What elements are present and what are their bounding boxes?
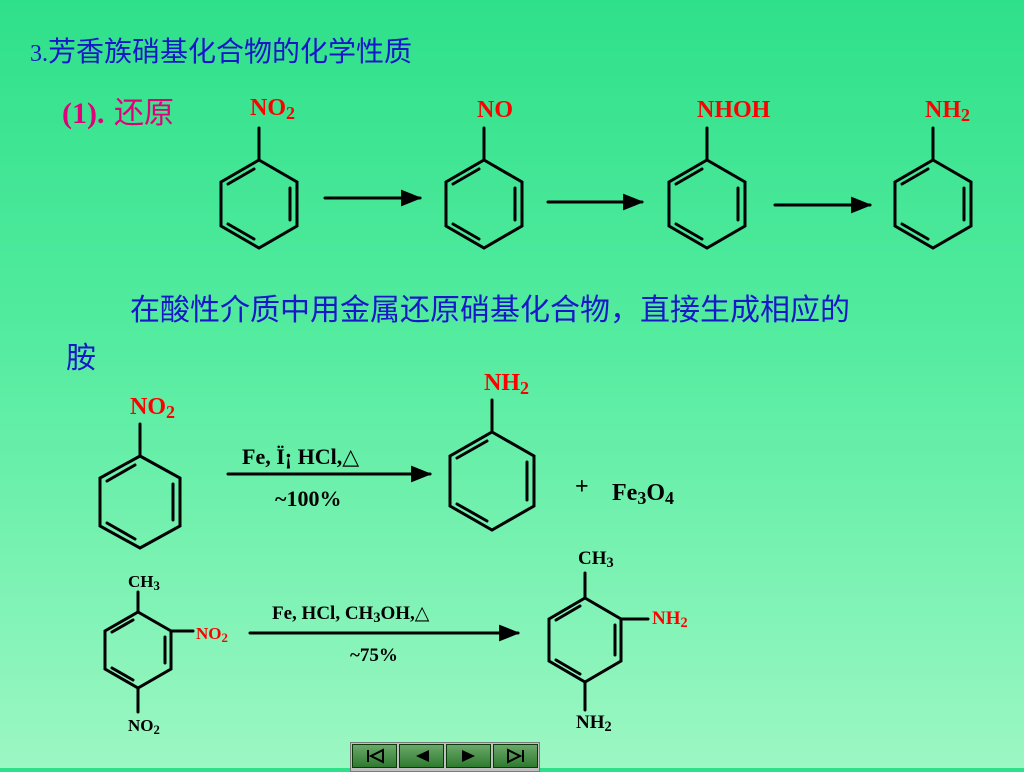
section-heading: (1). 还原 bbox=[62, 88, 174, 132]
reactant2-nitro-side-label: NO2 bbox=[196, 624, 228, 645]
section-text: 还原 bbox=[114, 96, 175, 131]
label-amino-group: NH2 bbox=[925, 97, 970, 125]
byproduct-label: Fe3O4 bbox=[612, 480, 674, 508]
last-slide-button[interactable] bbox=[493, 744, 538, 768]
reactant1-nitro-label: NO2 bbox=[130, 394, 175, 422]
reaction2-yield: ~75% bbox=[350, 645, 398, 666]
product1-amino-label: NH2 bbox=[484, 370, 529, 398]
label-nitro-group: NO2 bbox=[250, 95, 295, 123]
benzene-ring-nitrobenzene bbox=[219, 126, 299, 250]
benzene-ring-nitrosobenzene bbox=[444, 126, 524, 250]
skip-back-icon bbox=[366, 748, 384, 764]
product2-amino-bottom-label: NH2 bbox=[576, 712, 612, 736]
slide-title: 3.芳香族硝基化合物的化学性质 bbox=[30, 30, 412, 70]
first-slide-button[interactable] bbox=[352, 744, 397, 768]
label-hydroxylamine-group: NHOH bbox=[697, 97, 771, 123]
next-slide-button[interactable] bbox=[446, 744, 491, 768]
description-text: 在酸性介质中用金属还原硝基化合物，直接生成相应的胺 bbox=[66, 293, 850, 376]
benzene-ring-aniline bbox=[893, 126, 973, 250]
product2-amino-side-label: NH2 bbox=[652, 608, 688, 632]
triangle-left-icon bbox=[415, 750, 429, 762]
reaction1-conditions: Fe, Ï¡ HCl,△ bbox=[242, 444, 360, 470]
label-nitroso-group: NO bbox=[477, 97, 513, 123]
previous-slide-button[interactable] bbox=[399, 744, 444, 768]
section-number: (1). bbox=[62, 97, 105, 130]
reactant2-nitro-bottom-label: NO2 bbox=[128, 716, 160, 737]
title-text: 芳香族硝基化合物的化学性质 bbox=[48, 35, 413, 68]
reactant2-methyl-label: CH3 bbox=[128, 572, 160, 593]
benzene-ring-reactant-2 bbox=[103, 590, 195, 714]
benzene-ring-product-1 bbox=[448, 398, 536, 532]
benzene-ring-reactant-1 bbox=[98, 422, 182, 550]
title-number: 3. bbox=[30, 41, 48, 67]
skip-forward-icon bbox=[506, 748, 524, 764]
reaction2-conditions: Fe, HCl, CH3OH,△ bbox=[272, 602, 430, 627]
slide-navigation-bar bbox=[350, 742, 540, 772]
triangle-right-icon bbox=[461, 750, 475, 762]
benzene-ring-product-2 bbox=[547, 571, 650, 712]
product2-methyl-label: CH3 bbox=[578, 548, 614, 572]
reaction1-yield: ~100% bbox=[275, 486, 342, 511]
plus-sign: + bbox=[575, 474, 589, 500]
benzene-ring-phenylhydroxylamine bbox=[667, 126, 747, 250]
